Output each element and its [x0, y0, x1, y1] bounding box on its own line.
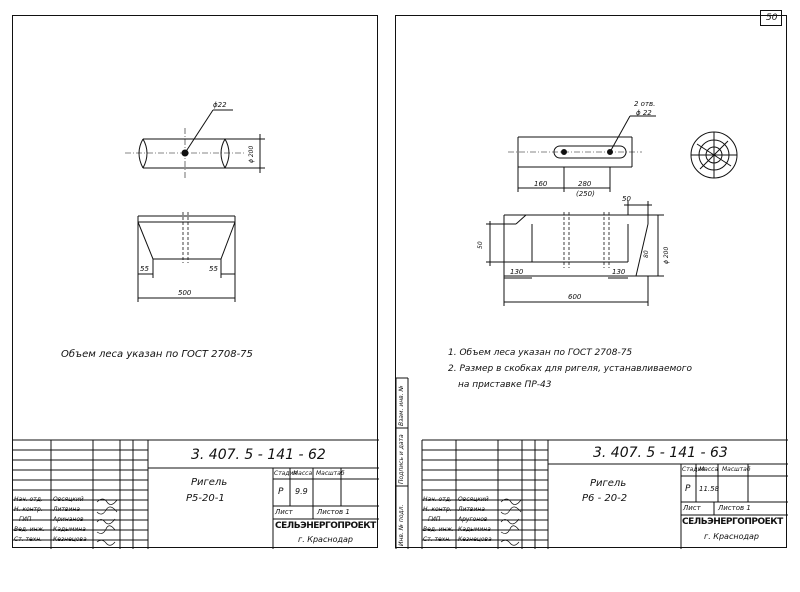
sig-name-5: Кезнецова	[458, 536, 492, 543]
side-label-replace: Взам. инв. №	[398, 385, 405, 426]
left-drawing-sheet: ϕ22 ϕ 200 55 55 500 Объем леса указан по…	[12, 15, 379, 549]
sig-name-3: Аринанов	[53, 516, 84, 523]
part-code: Р5-20-1	[186, 493, 225, 504]
sig-name-4: Кадымина	[53, 526, 86, 533]
org-name: СЕЛЬЭНЕРГОПРОЕКТ	[682, 517, 783, 527]
dim-50-top: 50	[622, 195, 631, 203]
dim-chamfer-right: 55	[209, 265, 218, 273]
sig-role-5: Ст. техн.	[14, 536, 43, 543]
sig-name-2: Литвина	[458, 506, 485, 513]
part-code: Р6 - 20-2	[582, 493, 628, 504]
sig-role-1: Нач. отд.	[14, 496, 43, 503]
sig-role-4: Вед. инж.	[423, 526, 454, 533]
sig-name-4: Кадымина	[458, 526, 491, 533]
dim-hole-diameter: ϕ 22	[636, 109, 652, 117]
dim-chamfer-left: 55	[140, 265, 149, 273]
city-name: г. Краснодар	[298, 535, 353, 544]
part-title: Ригель	[590, 478, 627, 489]
col-scale: Масштаб	[722, 466, 751, 473]
left-drawing-graphics	[13, 109, 379, 549]
sig-name-3: Аругонов	[458, 516, 488, 523]
col-stage: Стадия	[682, 466, 706, 473]
note-2: 2. Размер в скобках для ригеля, устанавл…	[448, 364, 693, 374]
sig-role-2: Н. контр.	[423, 506, 452, 513]
dim-130-left: 130	[510, 268, 524, 276]
note-1: 1. Объем леса указан по ГОСТ 2708-75	[448, 348, 633, 358]
stage-value: Р	[685, 484, 691, 494]
dim-holes-count: 2 отв.	[634, 100, 656, 108]
dim-diameter: ϕ 200	[663, 246, 670, 264]
sig-name-2: Литвина	[53, 506, 80, 513]
stage-value: Р	[278, 487, 284, 497]
sig-name-1: Овсяцкий	[53, 496, 84, 503]
col-mass: Масса	[293, 470, 313, 477]
sheets-label: Листов 1	[317, 508, 350, 516]
drawing-designation: 3. 407. 5 - 141 - 62	[191, 447, 326, 463]
side-label-inv: Инв. № подл.	[398, 504, 405, 546]
dim-hole-diameter: ϕ22	[213, 101, 227, 109]
note-timber-volume: Объем леса указан по ГОСТ 2708-75	[61, 349, 253, 360]
dim-length: 600	[568, 293, 582, 301]
org-name: СЕЛЬЭНЕРГОПРОЕКТ	[275, 521, 376, 531]
sig-role-1: Нач. отд.	[423, 496, 452, 503]
sig-role-4: Вед. инж.	[14, 526, 45, 533]
sig-role-5: Ст. техн.	[423, 536, 452, 543]
dim-280: 280	[578, 180, 592, 188]
dim-50-left: 50	[477, 241, 484, 249]
mass-value: 11.58	[699, 485, 720, 493]
dim-130-right: 130	[612, 268, 626, 276]
right-drawing-graphics	[395, 115, 788, 549]
sig-name-5: Кезнецова	[53, 536, 87, 543]
sheet-label: Лист	[683, 504, 701, 512]
sig-role-3: ГИП	[428, 516, 441, 523]
dim-160: 160	[534, 180, 548, 188]
drawing-designation: 3. 407. 5 - 141 - 63	[593, 445, 728, 461]
dim-diameter: ϕ 200	[248, 145, 255, 163]
col-mass: Масса	[699, 466, 719, 473]
side-label-sign: Подпись и дата	[398, 434, 405, 484]
city-name: г. Краснодар	[704, 532, 759, 541]
dim-length: 500	[178, 289, 192, 297]
part-title: Ригель	[191, 477, 228, 488]
sig-name-1: Овсяцкий	[458, 496, 489, 503]
page-number-box: 50	[760, 10, 782, 26]
col-stage: Стадия	[274, 470, 298, 477]
page-number: 50	[766, 13, 778, 23]
dim-80: 80	[643, 250, 650, 258]
dim-250: (250)	[576, 190, 595, 198]
col-scale: Масштаб	[316, 470, 345, 477]
mass-value: 9.9	[295, 487, 308, 496]
sig-role-2: Н. контр.	[14, 506, 43, 513]
right-drawing-sheet: 2 отв. ϕ 22 160 280 (250) 50 50 80 ϕ 200…	[395, 15, 788, 549]
sheets-label: Листов 1	[718, 504, 751, 512]
sig-role-3: ГИП	[19, 516, 32, 523]
note-3: на приставке ПР-43	[458, 380, 552, 390]
sheet-label: Лист	[275, 508, 293, 516]
